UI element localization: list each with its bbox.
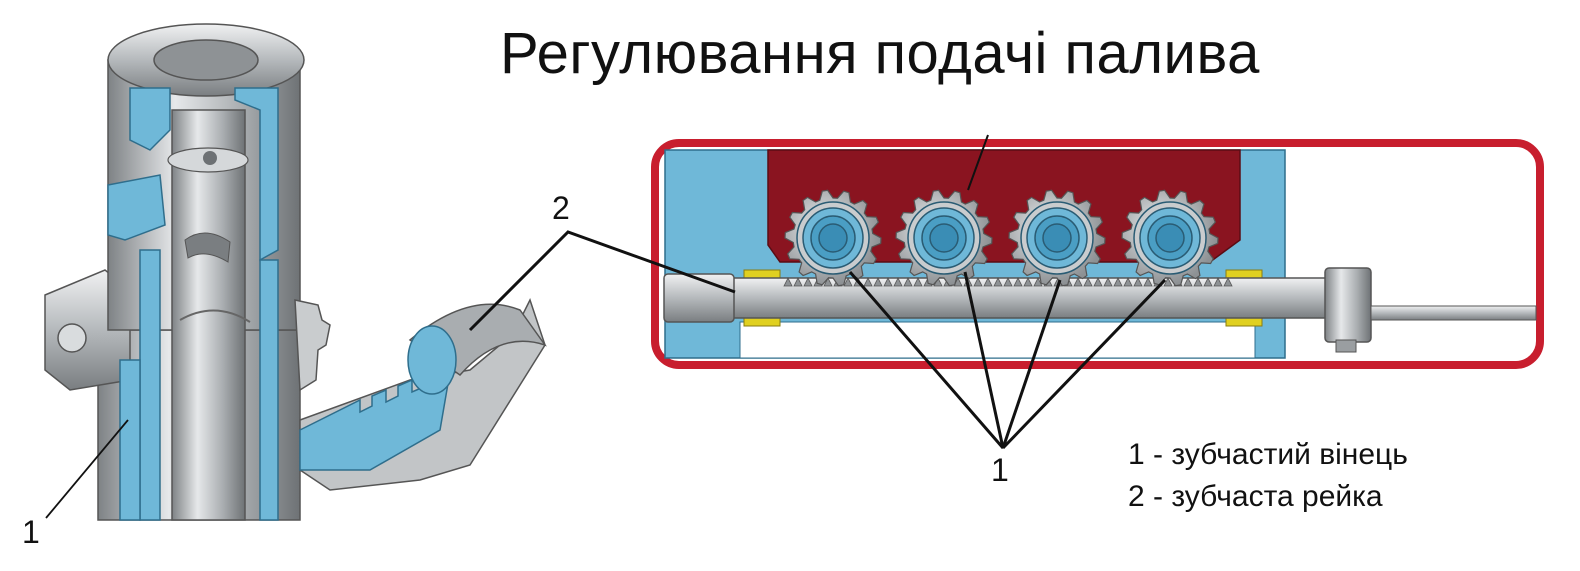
gear-1	[784, 189, 882, 287]
legend-item-toothed-ring: 1 - зубчастий вінець	[1128, 438, 1408, 471]
legend-item-toothed-rack: 2 - зубчаста рейка	[1128, 480, 1383, 513]
legend: 1 - зубчастий вінець 2 - зубчаста рейка	[1128, 434, 1408, 518]
gear-3	[1008, 189, 1106, 287]
page-title: Регулювання подачі палива	[500, 21, 1260, 86]
gear-2	[895, 189, 993, 287]
left-toothed-rack	[299, 298, 547, 491]
callout-left-ring-label: 1	[22, 514, 40, 550]
callout-rack-label: 2	[552, 190, 570, 226]
callout-gears-label: 1	[991, 452, 1009, 488]
plunger-assembly	[44, 23, 331, 521]
rack-mechanism	[651, 134, 1544, 369]
gear-4	[1121, 189, 1219, 287]
leader-lines	[45, 230, 1167, 519]
